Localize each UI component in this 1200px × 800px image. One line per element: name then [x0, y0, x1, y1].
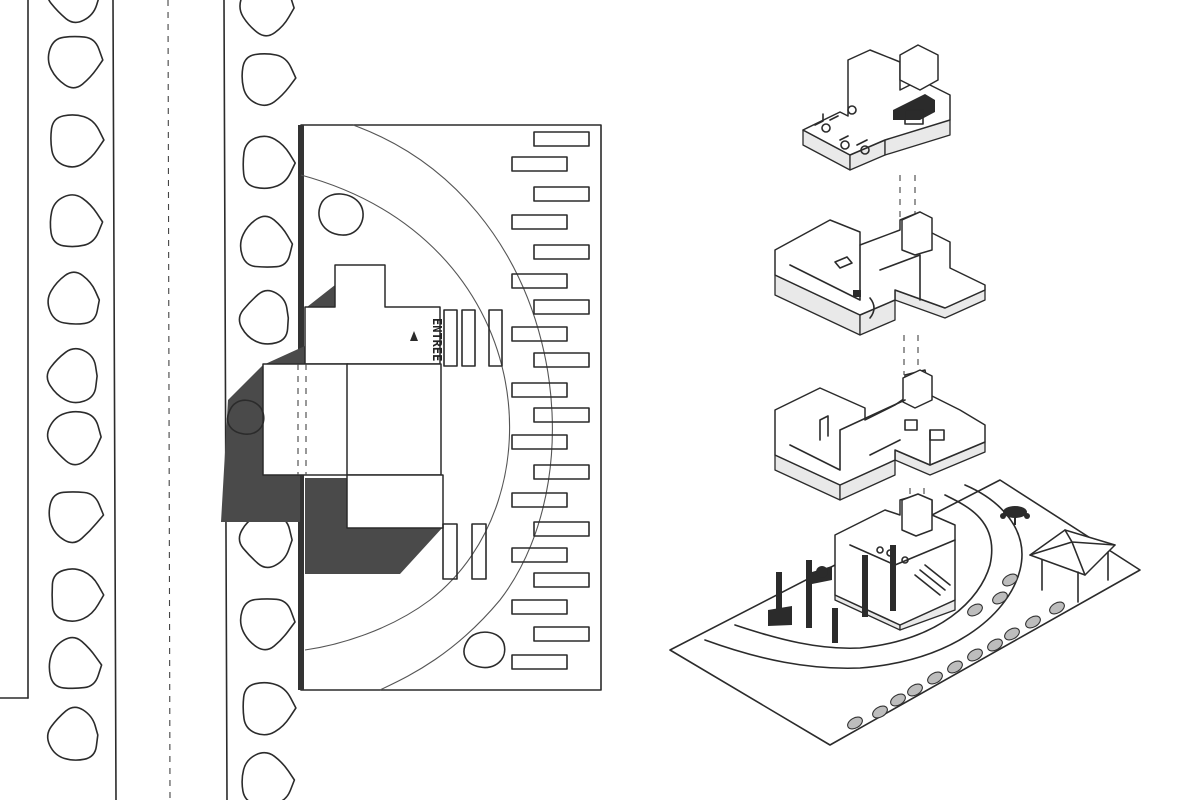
tree-canopy-icon: [242, 681, 297, 736]
level-top: [802, 44, 951, 171]
tree-canopy-icon: [48, 491, 105, 544]
parking-bay: [533, 244, 590, 260]
tree-canopy-icon: [242, 135, 296, 190]
table-icon: [1000, 506, 1030, 525]
parking-bay: [511, 547, 568, 563]
tree-canopy-icon: [238, 513, 293, 569]
pebble: [1025, 615, 1041, 629]
tree-canopy-icon: [48, 636, 103, 690]
pebble: [1002, 573, 1018, 587]
tree-canopy-icon: [51, 568, 105, 622]
entrance-paving: [442, 309, 503, 580]
parking-bay: [533, 407, 590, 423]
pebble: [992, 591, 1008, 605]
level-third: [774, 369, 986, 501]
parking-bay: [511, 492, 568, 508]
street-trees-right: [238, 0, 297, 800]
tree-canopy-icon: [238, 289, 290, 345]
street-lines: [0, 0, 228, 800]
tree-canopy-icon: [241, 751, 296, 800]
tree-canopy-icon: [239, 598, 296, 651]
parking-bay: [533, 626, 590, 642]
parking-bay: [511, 156, 568, 172]
exploded-axonometric: [669, 44, 1141, 746]
pebble: [847, 716, 863, 730]
level-second: [774, 211, 986, 336]
parking-bay: [511, 599, 568, 615]
tree-canopy-icon: [46, 706, 99, 761]
parking-bay: [511, 326, 568, 342]
tree-canopy-icon: [46, 347, 98, 404]
tree-canopy-icon: [50, 114, 105, 168]
parking-bays: [511, 131, 590, 670]
pebble: [927, 671, 943, 685]
parking-bay: [533, 572, 590, 588]
tree-canopy-icon: [46, 410, 102, 466]
entrance-label: ENTREE: [430, 318, 444, 361]
tree-canopy-icon: [49, 194, 104, 248]
pebble: [1049, 601, 1065, 615]
level-ground: [669, 479, 1141, 746]
tree-canopy-icon: [241, 53, 297, 107]
site-plan: ENTREE: [0, 0, 602, 800]
entrance-arrow-icon: [410, 331, 418, 341]
tree-canopy-icon: [239, 215, 294, 268]
tree-canopy-icon: [463, 631, 506, 669]
building-footprint: [262, 264, 444, 529]
tree-canopy-icon: [239, 0, 295, 37]
parking-bay: [511, 382, 568, 398]
parking-bay: [511, 214, 568, 230]
garden-trees: [226, 193, 506, 669]
tree-canopy-icon: [318, 193, 364, 236]
columns: [768, 545, 896, 643]
parking-bay: [533, 352, 590, 368]
pebble: [987, 638, 1003, 652]
pebble: [907, 683, 923, 697]
pebble: [947, 660, 963, 674]
parking-bay: [533, 299, 590, 315]
parking-bay: [511, 654, 568, 670]
pebble: [967, 603, 983, 617]
garden-arc-inner: [300, 174, 511, 651]
tree-canopy-icon: [47, 271, 101, 325]
pebble: [1004, 627, 1020, 641]
tree-canopy-icon: [226, 399, 265, 435]
parking-bay: [533, 131, 590, 147]
garden-arc-outer: [352, 124, 553, 691]
pebble-path: [847, 573, 1065, 730]
pavilion-icon: [1029, 529, 1116, 603]
parking-bay: [533, 521, 590, 537]
parking-bay: [511, 273, 568, 289]
parking-bay: [533, 464, 590, 480]
pebble: [872, 705, 888, 719]
tree-canopy-icon: [48, 0, 100, 24]
tree-canopy-icon: [47, 35, 104, 89]
level-alignment-lines: [899, 175, 925, 510]
parking-bay: [511, 434, 568, 450]
pebble: [890, 693, 906, 707]
street-trees-left: [46, 0, 105, 761]
parking-bay: [533, 186, 590, 202]
pebble: [967, 648, 983, 662]
